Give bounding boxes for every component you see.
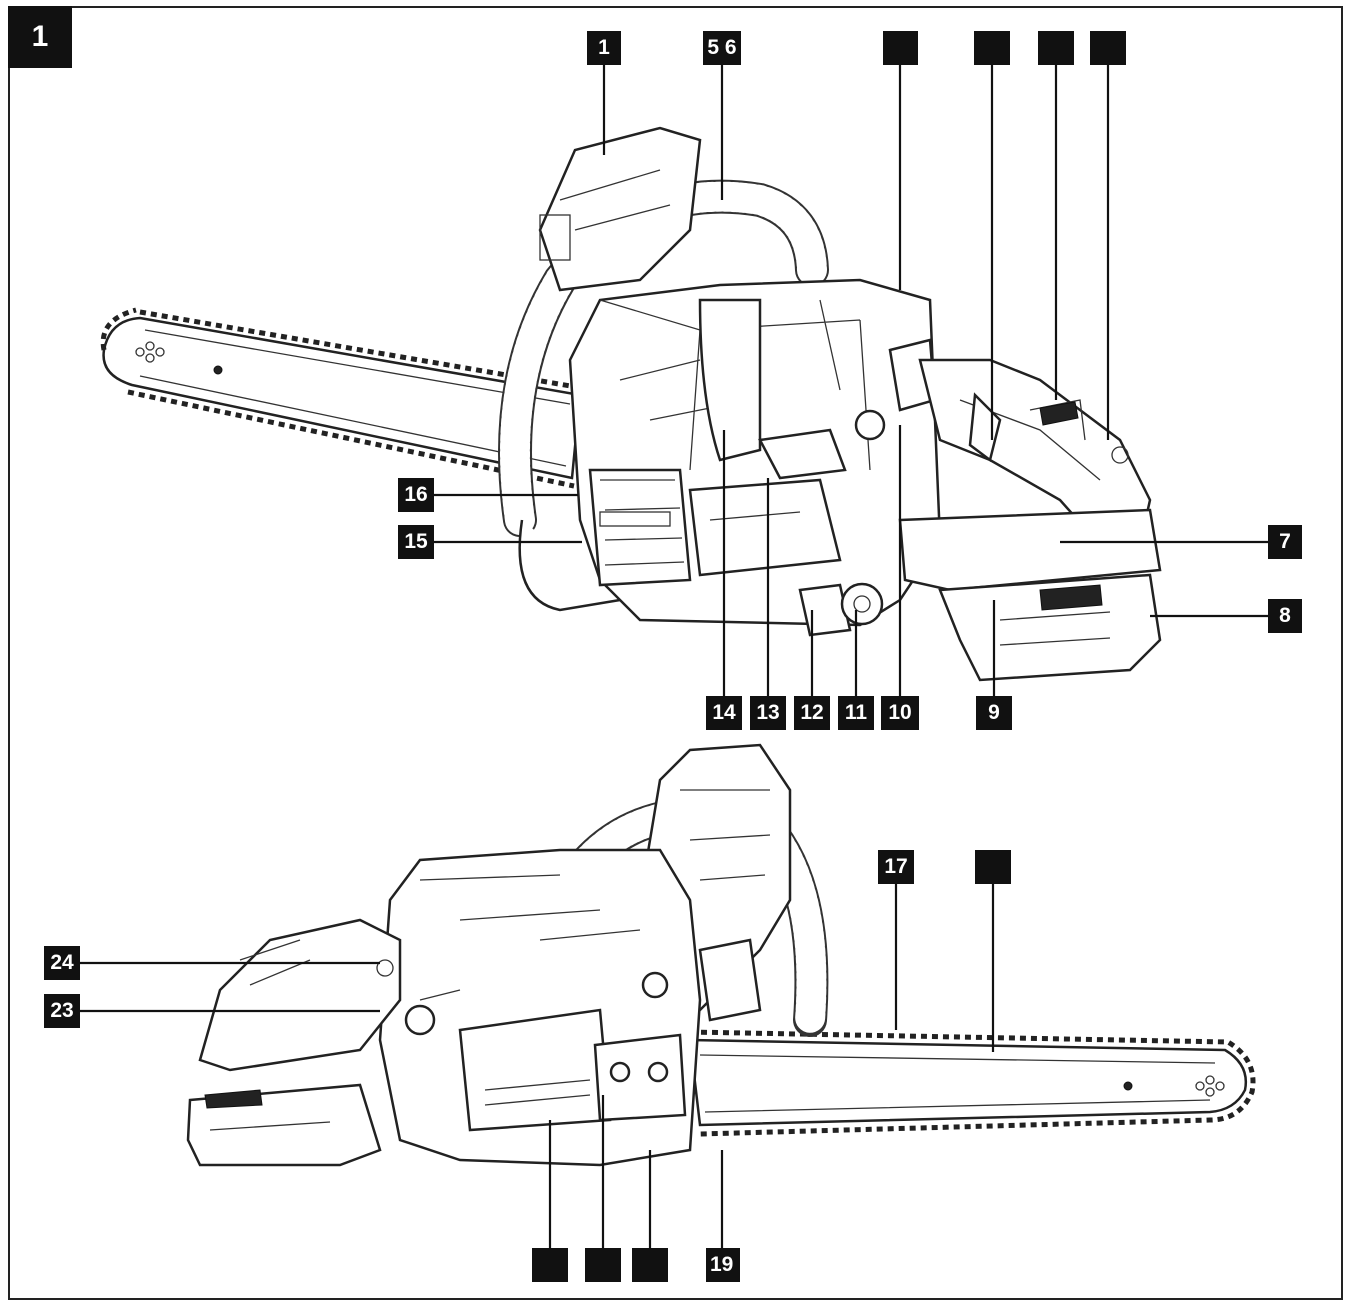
bar-nose-sprocket-icon	[135, 341, 165, 363]
rear-handle-top	[918, 358, 1152, 547]
callout-blank-f	[532, 1248, 568, 1282]
callout-blank-e	[975, 850, 1011, 884]
callout-10: 10	[881, 696, 919, 730]
callout-8: 8	[1268, 599, 1302, 633]
callout-7: 7	[1268, 525, 1302, 559]
figure-number-badge: 1	[8, 6, 72, 68]
callout-1: 1	[587, 31, 621, 65]
chainsaw-top-view	[100, 126, 1162, 682]
battery-pack-bottom	[186, 1083, 382, 1167]
callout-blank-c	[1038, 31, 1074, 65]
chainsaw-bottom-view	[186, 743, 1256, 1167]
callout-blank-h	[632, 1248, 668, 1282]
callout-13: 13	[750, 696, 786, 730]
callout-19: 19	[706, 1248, 740, 1282]
callout-24: 24	[44, 946, 80, 980]
rear-handle-bottom	[198, 918, 402, 1072]
figure-frame	[8, 6, 1343, 1300]
callout-16: 16	[398, 478, 434, 512]
bar-nose-sprocket-icon	[1195, 1075, 1225, 1097]
motor-housing-bottom	[378, 848, 762, 1167]
callout-blank-d	[1090, 31, 1126, 65]
callout-14: 14	[706, 696, 742, 730]
leader-lines	[80, 64, 1268, 1248]
callout-blank-g	[585, 1248, 621, 1282]
callout-15: 15	[398, 525, 434, 559]
callout-23: 23	[44, 994, 80, 1028]
callout-9: 9	[976, 696, 1012, 730]
callout-5-6: 5 6	[703, 31, 741, 65]
guide-bar-bottom	[688, 1029, 1256, 1137]
chain-tension-knob-top	[840, 582, 884, 626]
callout-blank-b	[974, 31, 1010, 65]
callout-blank-a	[883, 31, 918, 65]
callout-11: 11	[838, 696, 874, 730]
callout-17: 17	[878, 850, 914, 884]
sprocket-cover-top	[588, 428, 847, 587]
hand-guard-top	[538, 126, 702, 292]
battery-pack-top	[898, 508, 1162, 682]
callout-12: 12	[794, 696, 830, 730]
